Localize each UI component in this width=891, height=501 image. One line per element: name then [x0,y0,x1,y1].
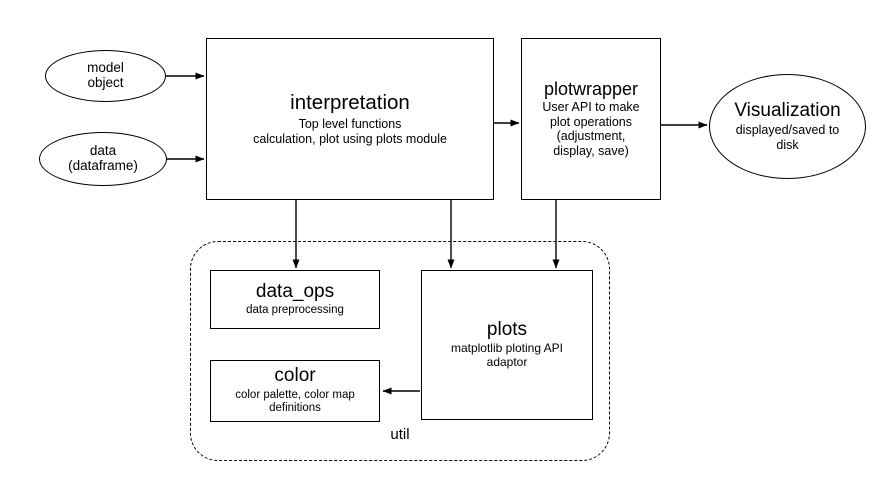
node-data-ops-title: data_ops [255,280,335,302]
node-plotwrapper-title: plotwrapper [543,78,639,99]
node-data-ops-subtitle: data preprocessing [246,304,344,317]
group-util [190,241,610,461]
node-color-title: color [274,365,316,387]
node-interpretation-title: interpretation [290,90,410,114]
node-plots-title: plots [486,318,528,340]
node-data-ops[interactable]: data_ops data preprocessing [210,270,380,329]
node-data-input-title: data(dataframe) [68,143,138,173]
node-visualization-title: Visualization [734,99,841,121]
node-data-input[interactable]: data(dataframe) [39,132,167,186]
group-util-label: util [390,426,410,443]
